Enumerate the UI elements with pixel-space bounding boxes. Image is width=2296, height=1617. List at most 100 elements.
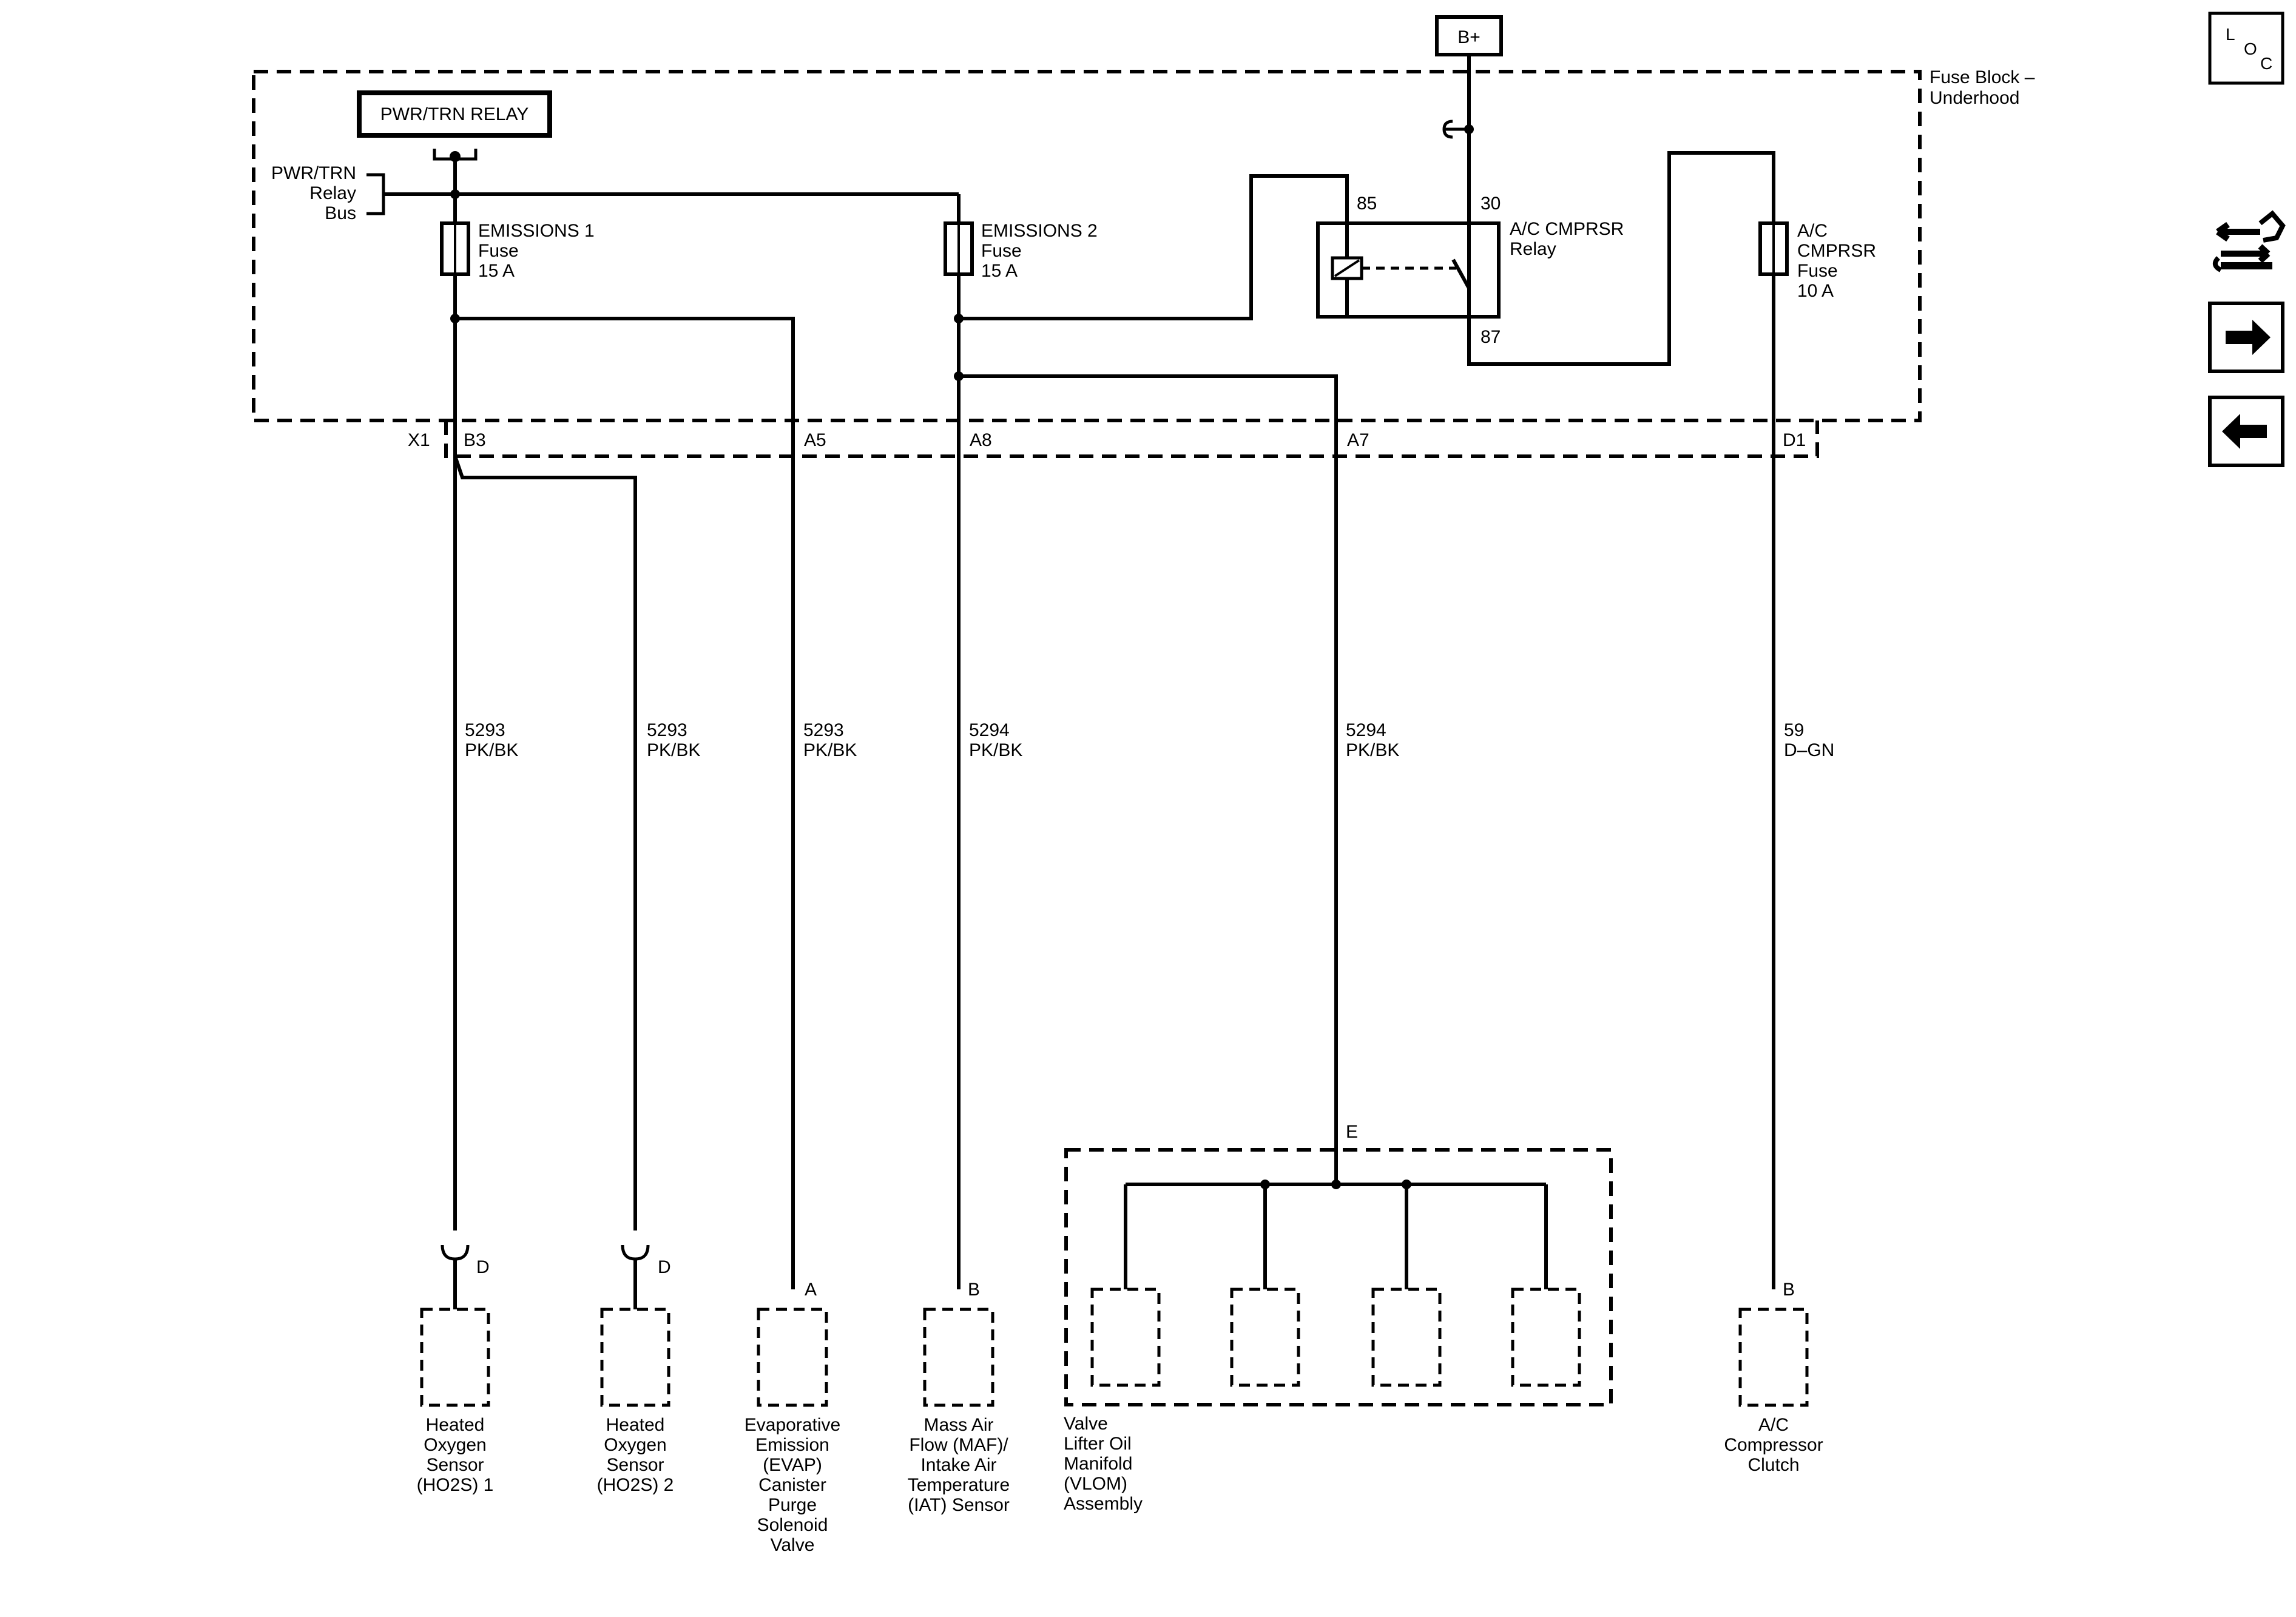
emissions1-label-3: 15 A (478, 261, 515, 281)
connector-pin-a7: A7 (1347, 430, 1369, 450)
relay-bus-label-1: PWR/TRN (271, 163, 356, 183)
ac-clutch-label-2: Compressor (1724, 1435, 1823, 1455)
evap-label-6: Solenoid (757, 1515, 828, 1535)
evap-label-7: Valve (771, 1535, 815, 1555)
ac-fuse-label-2: CMPRSR (1797, 241, 1876, 261)
ho2s2-label-4: (HO2S) 2 (597, 1475, 674, 1495)
vlom-label-4: (VLOM) (1064, 1474, 1127, 1494)
ho2s1-label-3: Sensor (426, 1455, 484, 1475)
wire-label-6-circuit: 59 (1784, 720, 1804, 740)
vlom-solenoid-4 (1511, 1288, 1581, 1387)
ac-relay-label-2: Relay (1510, 239, 1556, 259)
ac-relay-box (1316, 221, 1501, 319)
ac-clutch-component (1738, 1308, 1809, 1407)
ac-relay-coil-slash (1334, 259, 1360, 277)
vlom-label-3: Manifold (1064, 1454, 1132, 1474)
ac-relay-switch-blade (1451, 258, 1471, 289)
relay-bus-label-2: Relay (309, 183, 356, 203)
arrow-left-button[interactable] (2208, 396, 2284, 467)
wire-label-5-circuit: 5294 (1346, 720, 1386, 740)
emissions1-label-1: EMISSIONS 1 (478, 221, 595, 241)
ho2s2-label-3: Sensor (606, 1455, 664, 1475)
vlom-label-2: Lifter Oil (1064, 1434, 1132, 1454)
connector-name: X1 (408, 430, 430, 450)
b-plus-splice-dot (1464, 124, 1474, 134)
vlom-assembly-outline (1064, 1148, 1613, 1406)
maf-label-2: Flow (MAF)/ (909, 1435, 1008, 1455)
ho2s1-label-4: (HO2S) 1 (417, 1475, 494, 1495)
wire-label-2-color: PK/BK (647, 740, 700, 760)
fuse-block-label-2: Underhood (1930, 88, 2019, 108)
fuse-block-outline (252, 70, 1922, 422)
relay-bus-bracket (366, 173, 385, 215)
evap-label-4: Canister (758, 1475, 826, 1495)
loc-letter-l: L (2226, 25, 2235, 44)
ho2s1-component (420, 1308, 490, 1407)
connector-pin-d1: D1 (1783, 430, 1806, 450)
evap-label-3: (EVAP) (763, 1455, 822, 1475)
ac-fuse-label-4: 10 A (1797, 281, 1834, 301)
ho2s1-label-2: Oxygen (424, 1435, 486, 1455)
ho2s2-component (600, 1308, 670, 1407)
evap-label-2: Emission (755, 1435, 829, 1455)
ac-fuse-label-3: Fuse (1797, 261, 1838, 281)
ho2s2-pin: D (658, 1257, 671, 1277)
evap-component (757, 1308, 828, 1407)
maf-pin: B (968, 1280, 980, 1300)
emissions1-label-2: Fuse (478, 241, 519, 261)
ho2s2-circuit-wire (453, 456, 637, 1230)
ac-relay-label-1: A/C CMPRSR (1510, 219, 1624, 239)
maf-label-5: (IAT) Sensor (908, 1495, 1010, 1515)
vlom-splice-2 (1331, 1180, 1341, 1189)
ho2s1-connector-symbol (441, 1244, 470, 1261)
wire-label-1-color: PK/BK (465, 740, 518, 760)
ac-clutch-label-3: Clutch (1747, 1455, 1799, 1475)
ho2s2-label-1: Heated (606, 1415, 665, 1435)
evap-label-1: Evaporative (745, 1415, 840, 1435)
ho2s2-connector-symbol (621, 1244, 650, 1261)
wire-label-2-circuit: 5293 (647, 720, 687, 740)
ac-clutch-label-1: A/C (1758, 1415, 1789, 1435)
relay-coil-feed-wire (959, 174, 1349, 320)
loc-button[interactable]: L O C (2208, 12, 2284, 85)
ac-fuse-label-1: A/C (1797, 221, 1828, 241)
ho2s1-label-1: Heated (426, 1415, 485, 1435)
ac-relay-pin-85: 85 (1357, 194, 1377, 214)
maf-component (923, 1308, 994, 1407)
loc-letter-c: C (2260, 54, 2272, 73)
vlom-pin: E (1346, 1122, 1358, 1142)
pwr-trn-relay-label: PWR/TRN RELAY (380, 104, 528, 124)
wire-label-4-circuit: 5294 (969, 720, 1010, 740)
evap-pin: A (805, 1280, 817, 1300)
connector-x1-outline (444, 420, 1819, 458)
relay-bus-label-3: Bus (325, 203, 356, 223)
wire-label-5-color: PK/BK (1346, 740, 1399, 760)
maf-label-3: Intake Air (920, 1455, 996, 1475)
wire-label-1-circuit: 5293 (465, 720, 505, 740)
connector-pin-b3: B3 (464, 430, 486, 450)
vlom-solenoid-3 (1371, 1288, 1442, 1387)
emissions2-label-3: 15 A (981, 261, 1018, 281)
wire-label-3-circuit: 5293 (803, 720, 844, 740)
ac-clutch-pin: B (1783, 1280, 1795, 1300)
evap-circuit-wire (455, 317, 795, 1289)
b-plus-label: B+ (1457, 27, 1481, 47)
ho2s2-label-2: Oxygen (604, 1435, 666, 1455)
vlom-solenoid-1 (1090, 1288, 1161, 1387)
emissions2-label-2: Fuse (981, 241, 1022, 261)
maf-label-1: Mass Air (923, 1415, 993, 1435)
emissions2-label-1: EMISSIONS 2 (981, 221, 1098, 241)
fuse-block-label-1: Fuse Block – (1930, 67, 2035, 87)
ac-relay-pin-87: 87 (1481, 327, 1501, 347)
vlom-label-1: Valve (1064, 1414, 1108, 1434)
evap-label-5: Purge (768, 1495, 817, 1515)
ho2s1-pin: D (476, 1257, 490, 1277)
arrow-right-button[interactable] (2208, 302, 2284, 373)
connector-wrench-icon[interactable] (2212, 210, 2286, 272)
vlom-solenoid-2 (1230, 1288, 1300, 1387)
wire-label-3-color: PK/BK (803, 740, 857, 760)
arrow-left-icon (2222, 414, 2267, 449)
wire-label-4-color: PK/BK (969, 740, 1022, 760)
ac-relay-pin-30: 30 (1481, 194, 1501, 214)
